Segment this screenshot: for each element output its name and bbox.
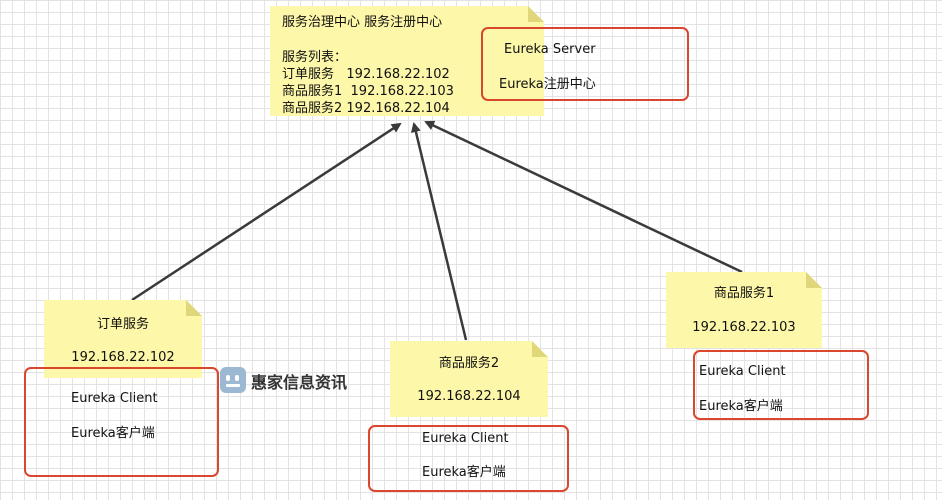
arrow-order-to-registry xyxy=(131,122,402,302)
product-2-client-label: Eureka Client xyxy=(422,431,509,446)
registry-row: 商品服务1 192.168.22.103 xyxy=(282,84,454,99)
product-1-client-label: Eureka Client xyxy=(699,364,786,379)
robot-logo-icon xyxy=(220,367,246,393)
eureka-server-box: Eureka Server Eureka注册中心 xyxy=(481,27,689,101)
registry-row: 订单服务 192.168.22.102 xyxy=(282,67,450,82)
order-client-desc: Eureka客户端 xyxy=(71,426,155,441)
product-1-client-box: Eureka Client Eureka客户端 xyxy=(693,350,869,420)
product-2-client-box: Eureka Client Eureka客户端 xyxy=(368,425,569,492)
registry-list-label: 服务列表： xyxy=(282,50,348,65)
product-service-2-note: 商品服务2 192.168.22.104 xyxy=(390,341,548,417)
arrow-product1-to-registry xyxy=(424,120,743,274)
order-service-name: 订单服务 xyxy=(96,317,149,332)
watermark-text: 惠家信息资讯 xyxy=(251,373,348,392)
order-client-label: Eureka Client xyxy=(71,391,158,406)
product-2-client-desc: Eureka客户端 xyxy=(422,465,506,480)
registry-row: 商品服务2 192.168.22.104 xyxy=(282,101,450,116)
product-service-1-name: 商品服务1 xyxy=(713,286,775,301)
eureka-server-label: Eureka Server xyxy=(504,42,596,57)
registry-title: 服务治理中心 服务注册中心 xyxy=(282,15,443,30)
product-1-client-desc: Eureka客户端 xyxy=(699,399,783,414)
order-service-ip: 192.168.22.102 xyxy=(71,350,175,365)
product-service-1-note: 商品服务1 192.168.22.103 xyxy=(666,272,822,348)
registry-note: 服务治理中心 服务注册中心 服务列表： 订单服务 192.168.22.102 … xyxy=(270,6,544,116)
order-client-box: Eureka Client Eureka客户端 xyxy=(24,367,219,477)
arrow-product2-to-registry xyxy=(411,122,468,341)
eureka-server-desc: Eureka注册中心 xyxy=(499,77,596,92)
product-service-1-ip: 192.168.22.103 xyxy=(692,320,796,335)
product-service-2-name: 商品服务2 xyxy=(438,356,500,371)
order-service-note: 订单服务 192.168.22.102 xyxy=(44,300,202,378)
product-service-2-ip: 192.168.22.104 xyxy=(417,389,521,404)
